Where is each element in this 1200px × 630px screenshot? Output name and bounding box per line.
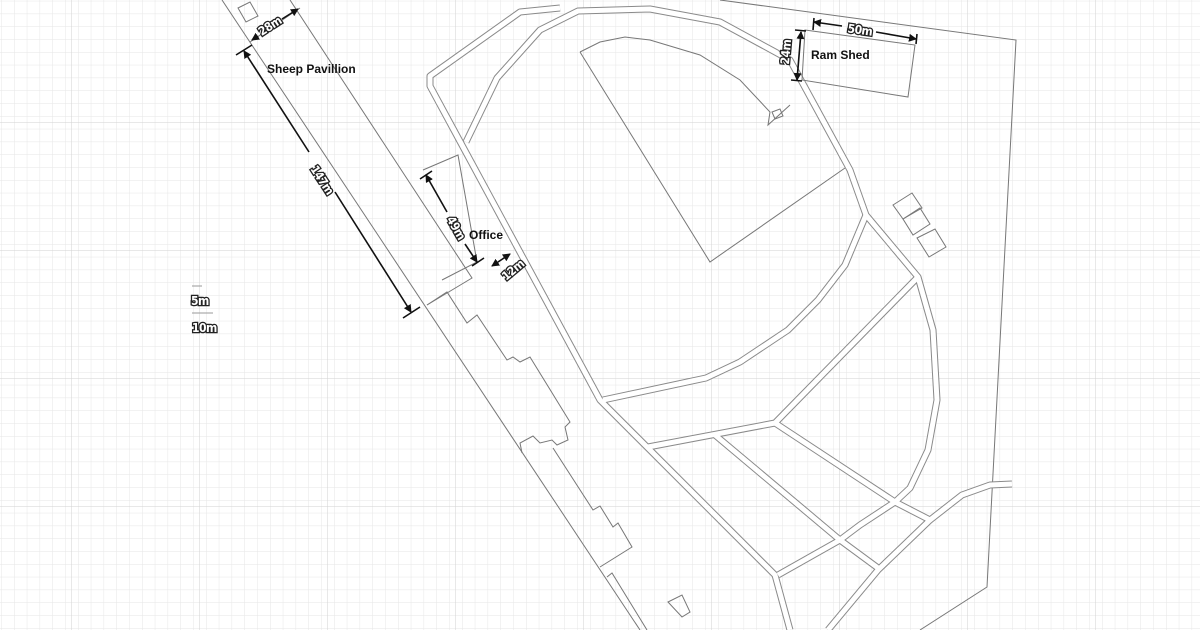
dimension-50m: 50m [812, 17, 918, 45]
dimension-label: 50m [847, 21, 874, 38]
scale-label-5m: 5m [191, 294, 209, 308]
property-boundary [719, 0, 1017, 630]
ram-shed-label: Ram Shed [811, 48, 870, 62]
sheep-pavilion-label: Sheep Pavillion [267, 62, 356, 76]
small-structure [771, 108, 784, 120]
small-structure [667, 594, 691, 618]
office-label: Office [469, 228, 503, 242]
dimension-24m: 24m [777, 29, 807, 82]
outbuildings [892, 192, 947, 258]
dimension-label: 24m [778, 39, 794, 65]
office-building [422, 154, 478, 281]
scale-legend: 5m 10m [190, 285, 219, 336]
scale-label-10m: 10m [192, 321, 217, 335]
arena-field [579, 36, 846, 263]
roads [426, 4, 1013, 630]
